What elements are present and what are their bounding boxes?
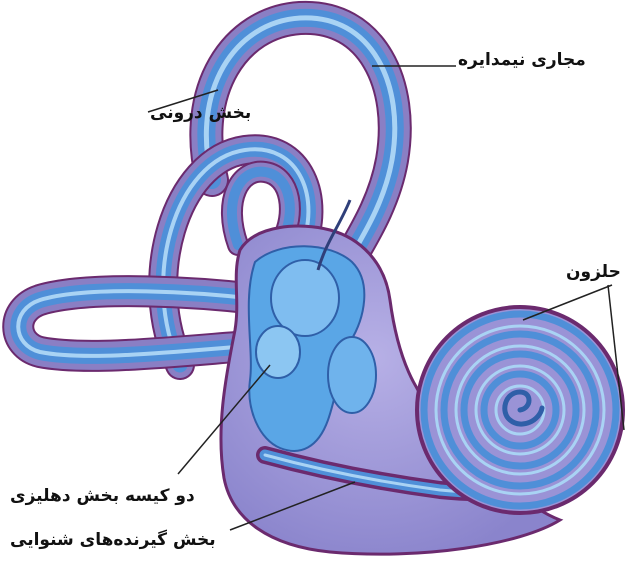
label-inner-part: بخش درونی [150,105,251,122]
label-semicircular-canals: مجاری نیمدایره [458,52,586,69]
label-cochlea: حلزون [566,264,621,281]
label-hearing-receptors: بخش گیرنده‌های شنوایی [10,532,216,549]
label-vestibular-sacs: دو کیسه بخش دهلیزی [10,488,195,505]
cochlea-spiral [417,307,623,513]
leader-cochlea-1 [523,285,612,320]
